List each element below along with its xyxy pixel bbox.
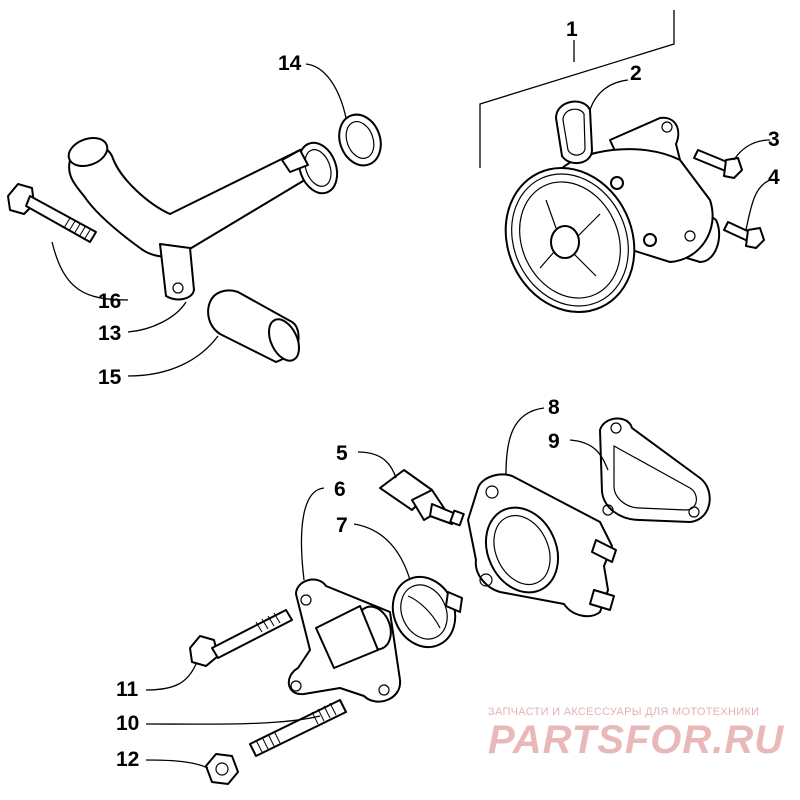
part-5-temp-sensor xyxy=(379,469,465,527)
part-6-thermostat-cover xyxy=(288,578,402,703)
part-10-stud xyxy=(249,699,347,757)
part-14-o-ring xyxy=(338,113,382,167)
part-13-coolant-pipe xyxy=(67,136,339,301)
callout-15: 15 xyxy=(98,366,122,389)
callout-12: 12 xyxy=(116,748,139,771)
callout-8: 8 xyxy=(548,396,560,419)
callout-16: 16 xyxy=(98,290,121,313)
part-3-bolt xyxy=(693,149,743,179)
callout-9: 9 xyxy=(548,430,560,453)
callout-labels: 1 2 3 4 14 16 13 15 5 6 7 8 9 11 10 12 xyxy=(98,18,780,771)
part-1-water-pump xyxy=(504,116,721,314)
callout-4: 4 xyxy=(768,166,780,189)
callout-3: 3 xyxy=(768,128,780,151)
part-7-thermostat xyxy=(391,575,463,649)
callout-7: 7 xyxy=(336,514,348,537)
watermark-tagline: ЗАПЧАСТИ И АКСЕССУАРЫ ДЛЯ МОТОТЕХНИКИ xyxy=(488,706,760,718)
watermark-logo: PARTSFOR.RU xyxy=(488,718,785,762)
part-12-nut xyxy=(205,753,239,785)
part-2-gasket xyxy=(555,100,593,165)
callout-2: 2 xyxy=(630,62,642,85)
part-15-hose-sleeve xyxy=(207,289,301,363)
part-11-bolt xyxy=(189,609,293,667)
callout-14: 14 xyxy=(278,52,302,75)
part-4-bolt xyxy=(723,221,765,249)
part-9-housing-gasket xyxy=(599,417,711,523)
part-16-bolt xyxy=(7,183,97,243)
callout-6: 6 xyxy=(334,478,346,501)
callout-11: 11 xyxy=(116,678,139,701)
callout-13: 13 xyxy=(98,322,121,345)
callout-10: 10 xyxy=(116,712,139,735)
callout-5: 5 xyxy=(336,442,348,465)
leader-lines xyxy=(51,10,771,769)
callout-1: 1 xyxy=(566,18,578,41)
part-8-thermostat-housing xyxy=(467,473,617,618)
